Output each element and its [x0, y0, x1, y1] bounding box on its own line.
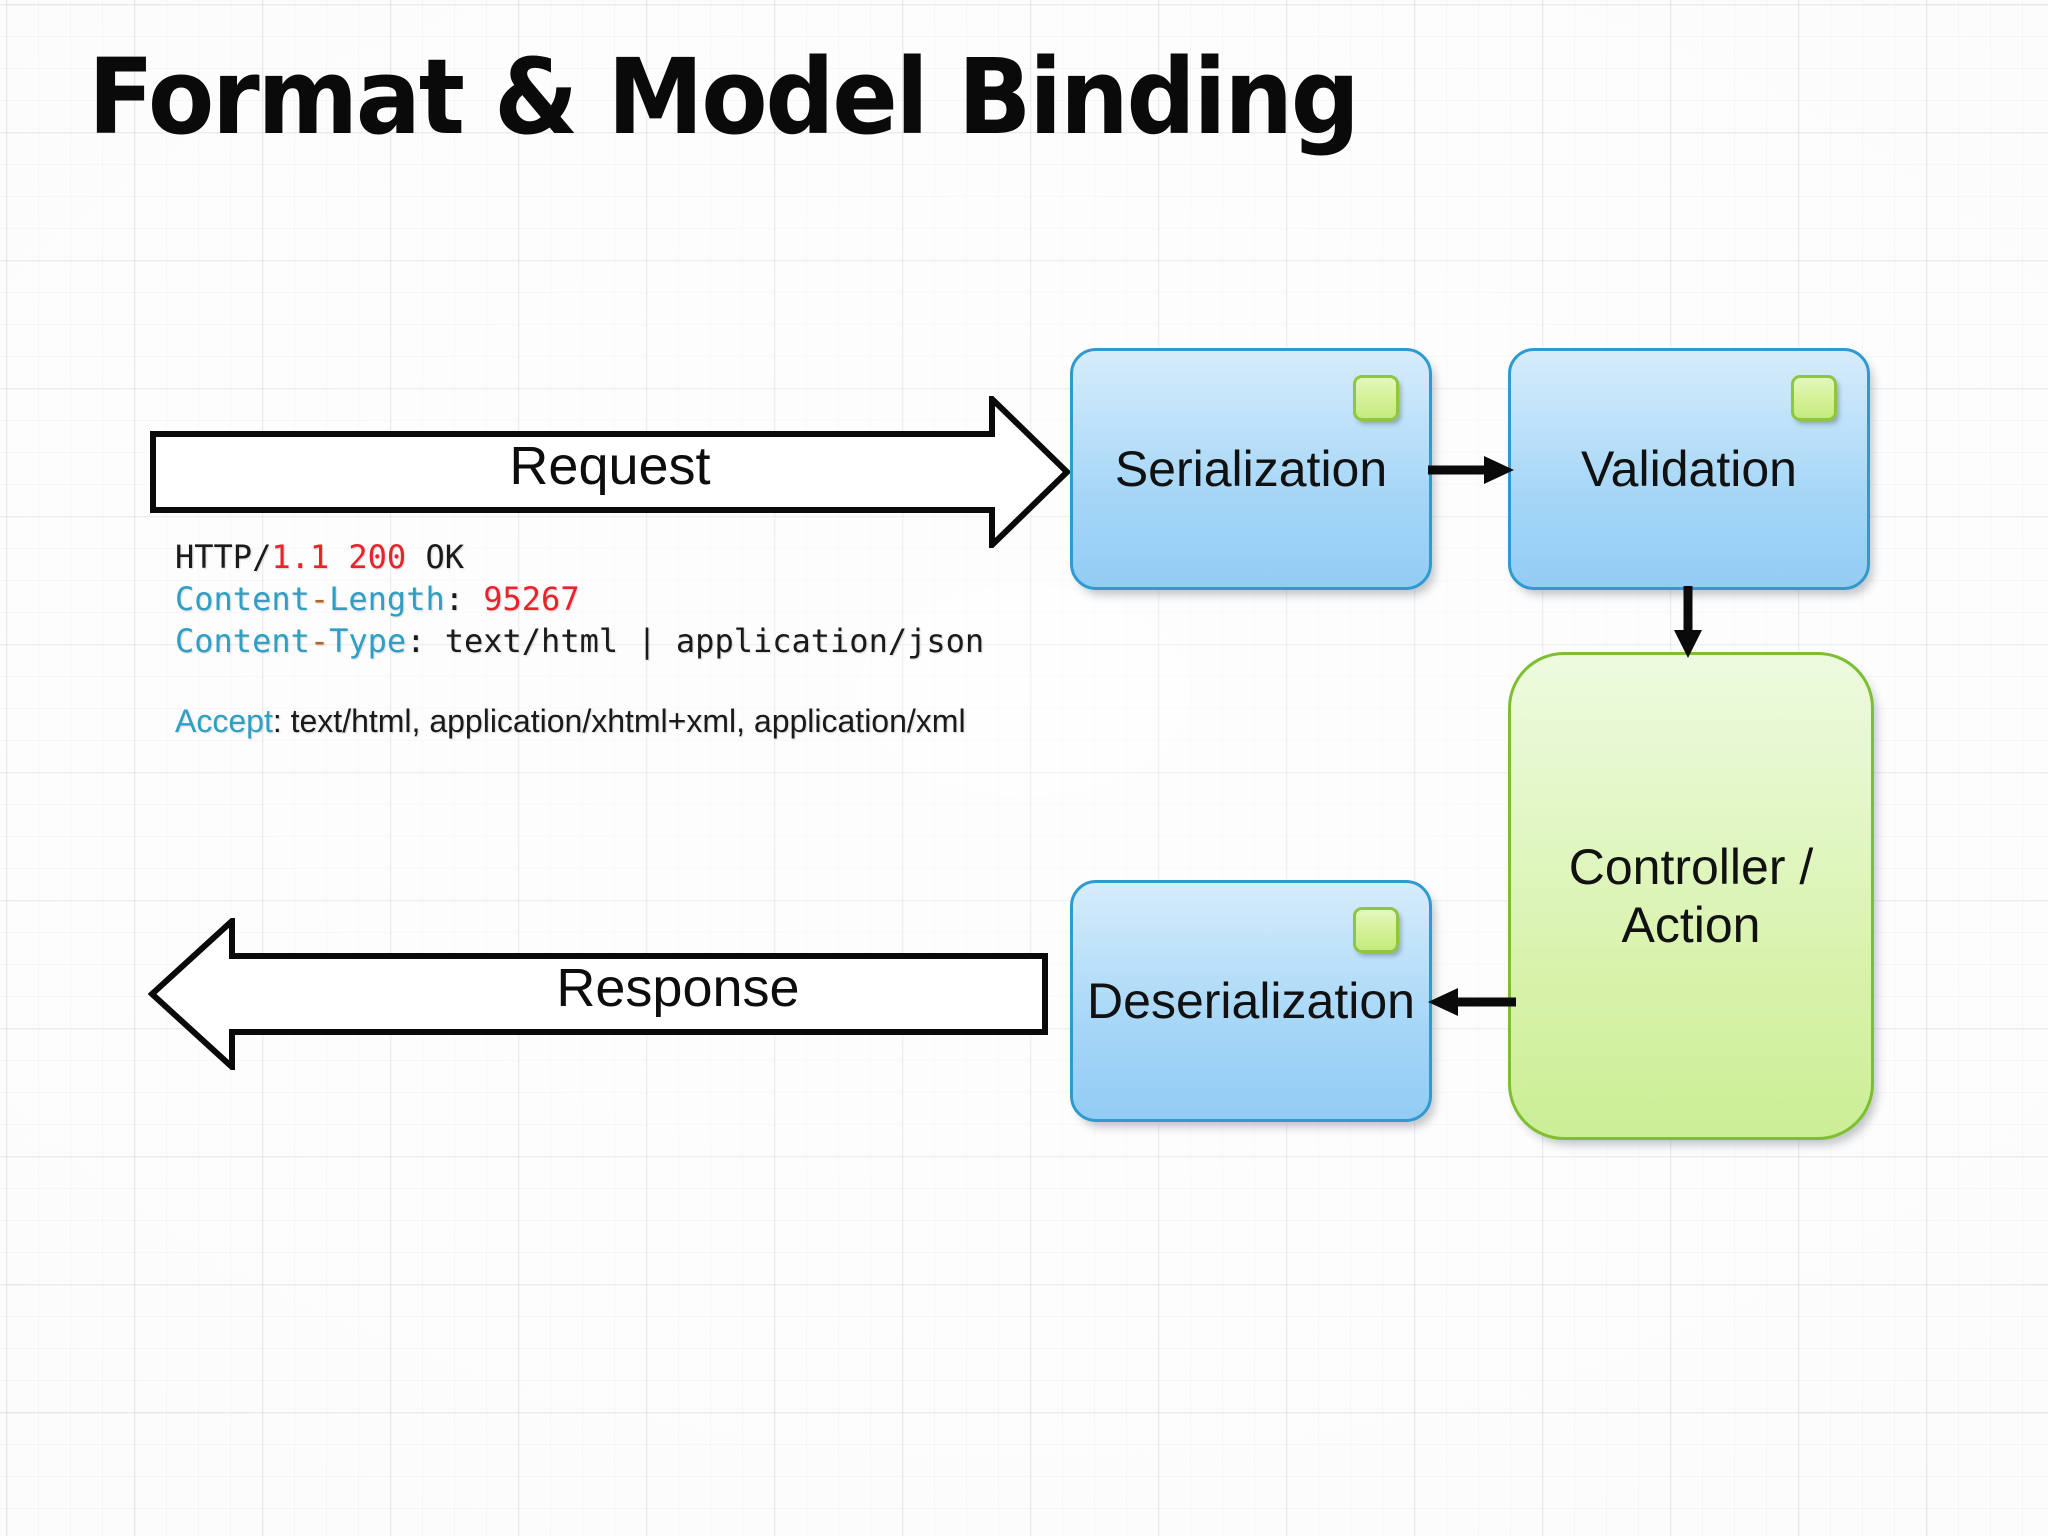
http-version-status: 1.1 200 — [271, 538, 407, 576]
http-content-type-line: Content-Type: text/html | application/js… — [175, 620, 1115, 662]
request-arrow-label: Request — [509, 436, 711, 496]
process-box-label: Serialization — [1114, 441, 1388, 497]
accept-value: text/html, application/xhtml+xml, applic… — [290, 703, 966, 739]
process-box-label: Validation — [1581, 441, 1797, 497]
http-reason-phrase: OK — [406, 538, 464, 576]
content-type-dash: - — [309, 622, 330, 660]
process-box-label: Deserialization — [1087, 973, 1415, 1029]
process-box-deserialization[interactable]: Deserialization — [1070, 880, 1432, 1122]
accept-colon: : — [272, 703, 291, 739]
controller-label-line1: Controller / — [1568, 839, 1814, 895]
controller-label-line2: Action — [1621, 897, 1761, 953]
content-length-name-b: Length — [329, 580, 445, 618]
green-badge-icon — [1353, 907, 1399, 953]
response-arrow-label: Response — [556, 958, 800, 1018]
content-length-dash: - — [309, 580, 330, 618]
page-title: Format & Model Binding — [88, 36, 1360, 158]
green-badge-icon — [1791, 375, 1837, 421]
http-accept-line: Accept: text/html, application/xhtml+xml… — [175, 700, 1115, 742]
green-badge-icon — [1353, 375, 1399, 421]
connector-serialization-to-validation — [1428, 450, 1516, 490]
connector-controller-to-deserialization — [1424, 982, 1516, 1022]
http-protocol: HTTP/ — [175, 538, 272, 576]
response-arrow-shape — [148, 918, 1048, 1070]
content-length-colon: : — [444, 580, 484, 618]
process-box-label: Controller /Action — [1557, 838, 1826, 954]
connector-validation-to-controller — [1668, 586, 1708, 660]
request-arrow-shape — [150, 396, 1070, 548]
content-type-name-b: Type — [329, 622, 407, 660]
arrow-left-icon — [1428, 988, 1516, 1016]
content-type-colon: : — [406, 622, 445, 660]
content-length-value: 95267 — [483, 580, 580, 618]
accept-name: Accept — [175, 703, 273, 739]
process-box-controller-action[interactable]: Controller /Action — [1508, 652, 1874, 1140]
http-status-line: HTTP/1.1 200 OK — [175, 536, 1115, 578]
content-type-value: text/html | application/json — [444, 622, 985, 660]
process-box-serialization[interactable]: Serialization — [1070, 348, 1432, 590]
arrow-down-icon — [1674, 586, 1702, 658]
content-type-name-a: Content — [175, 622, 310, 660]
http-content-length-line: Content-Length: 95267 — [175, 578, 1115, 620]
process-box-validation[interactable]: Validation — [1508, 348, 1870, 590]
response-block-arrow: Response — [148, 918, 1048, 1070]
arrow-right-icon — [1428, 456, 1514, 484]
request-block-arrow: Request — [150, 396, 1070, 548]
http-headers-block: HTTP/1.1 200 OK Content-Length: 95267 Co… — [175, 536, 1115, 742]
content-length-name-a: Content — [175, 580, 310, 618]
